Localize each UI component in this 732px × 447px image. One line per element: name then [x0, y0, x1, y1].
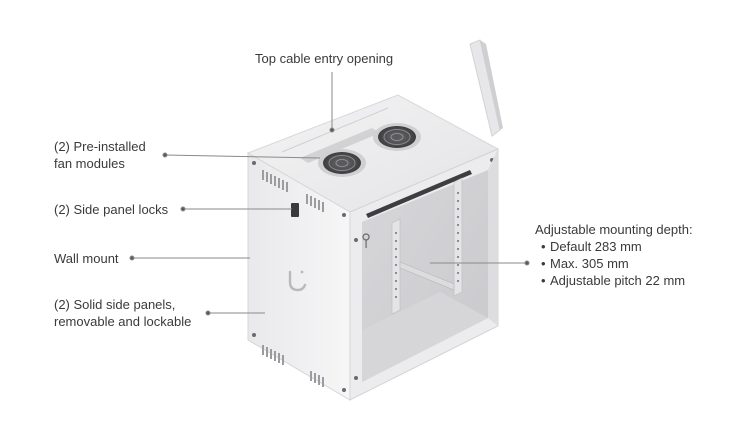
callout-top-cable-entry: Top cable entry opening — [255, 50, 393, 67]
cabinet-door — [469, 39, 503, 137]
mounting-depth-list: Default 283 mm Max. 305 mm Adjustable pi… — [541, 238, 693, 289]
callout-side-panels-line1: (2) Solid side panels, — [54, 297, 176, 312]
callout-top-cable-entry-text: Top cable entry opening — [255, 51, 394, 66]
callout-side-panel-locks-text: (2) Side panel locks — [54, 202, 169, 217]
leader-fans — [164, 154, 321, 159]
callout-side-panels-line2: removable and lockable — [54, 314, 192, 329]
wall-mount-keyhole — [362, 233, 370, 248]
callout-fan-modules-line1: (2) Pre-installed — [54, 139, 146, 154]
fan-module-rear — [373, 123, 421, 151]
mounting-depth-item: Default 283 mm — [541, 238, 693, 255]
callout-fan-modules: (2) Pre-installed fan modules — [54, 138, 146, 172]
side-panel-lock — [291, 203, 299, 217]
ubiquiti-u-logo-icon — [288, 270, 307, 292]
cable-entry-opening — [300, 128, 380, 163]
callout-mounting-depth-title: Adjustable mounting depth: — [535, 222, 693, 237]
mounting-depth-item: Adjustable pitch 22 mm — [541, 272, 693, 289]
callout-fan-modules-line2: fan modules — [54, 156, 125, 171]
cabinet-front-frame — [349, 148, 499, 401]
fan-module-front — [318, 149, 366, 177]
mounting-depth-item: Max. 305 mm — [541, 255, 693, 272]
callout-wall-mount: Wall mount — [54, 250, 119, 267]
callout-mounting-depth: Adjustable mounting depth: Default 283 m… — [535, 221, 693, 289]
callout-side-panels: (2) Solid side panels, removable and loc… — [54, 296, 191, 330]
callout-wall-mount-text: Wall mount — [54, 251, 119, 266]
callout-side-panel-locks: (2) Side panel locks — [54, 201, 168, 218]
